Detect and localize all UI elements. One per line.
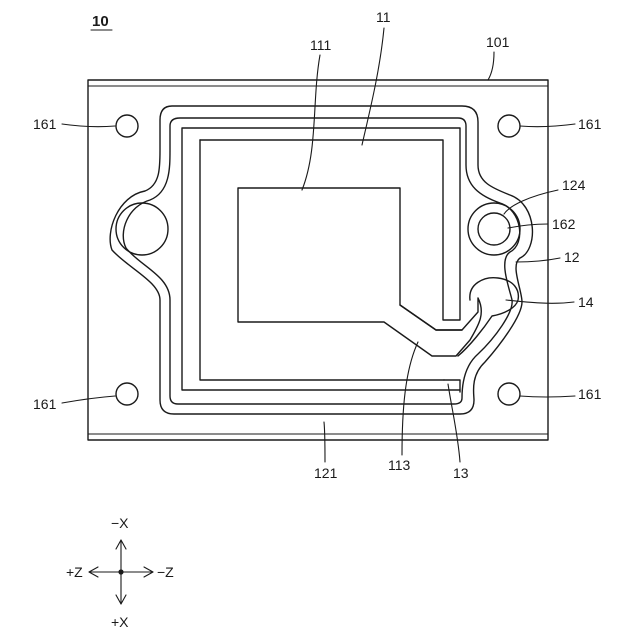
label-13: 13 bbox=[453, 465, 469, 481]
right-hole-ring bbox=[468, 203, 520, 255]
leader-111 bbox=[302, 55, 320, 190]
label-161-bottom-left: 161 bbox=[33, 396, 57, 412]
flow-channel-inner bbox=[200, 140, 444, 380]
axis-neg-z: −Z bbox=[157, 564, 174, 580]
plate bbox=[88, 80, 548, 440]
leader-13 bbox=[448, 384, 460, 462]
label-113: 113 bbox=[388, 457, 411, 473]
seal-groove-outer bbox=[110, 106, 532, 414]
axis-neg-x: −X bbox=[111, 515, 129, 531]
right-hole bbox=[478, 213, 510, 245]
leader-12 bbox=[516, 258, 560, 262]
label-11: 11 bbox=[376, 9, 391, 25]
mounting-hole-top-left bbox=[116, 115, 138, 137]
label-162: 162 bbox=[552, 216, 576, 232]
figure-number: 10 bbox=[92, 13, 109, 30]
mounting-hole-top-right bbox=[498, 115, 520, 137]
axis-indicator: −X +X +Z −Z bbox=[66, 515, 174, 630]
label-101: 101 bbox=[486, 34, 510, 50]
label-12: 12 bbox=[564, 249, 580, 265]
axis-origin-dot bbox=[118, 569, 123, 574]
axis-pos-z: +Z bbox=[66, 564, 83, 580]
flow-channel-outer bbox=[182, 128, 460, 390]
connecting-channel bbox=[400, 305, 462, 330]
label-161-bottom-right: 161 bbox=[578, 386, 602, 402]
label-111: 111 bbox=[310, 37, 331, 53]
label-161-top-left: 161 bbox=[33, 116, 57, 132]
leader-113 bbox=[402, 342, 418, 455]
label-124: 124 bbox=[562, 177, 586, 193]
mounting-hole-bottom-left bbox=[116, 383, 138, 405]
label-161-top-right: 161 bbox=[578, 116, 602, 132]
label-14: 14 bbox=[578, 294, 594, 310]
leader-162 bbox=[508, 224, 548, 228]
central-region bbox=[238, 188, 481, 356]
axis-pos-x: +X bbox=[111, 614, 129, 630]
leader-121 bbox=[324, 422, 325, 462]
label-121: 121 bbox=[314, 465, 338, 481]
leader-101 bbox=[488, 52, 494, 80]
mounting-hole-bottom-right bbox=[498, 383, 520, 405]
plate-outline bbox=[88, 80, 548, 440]
